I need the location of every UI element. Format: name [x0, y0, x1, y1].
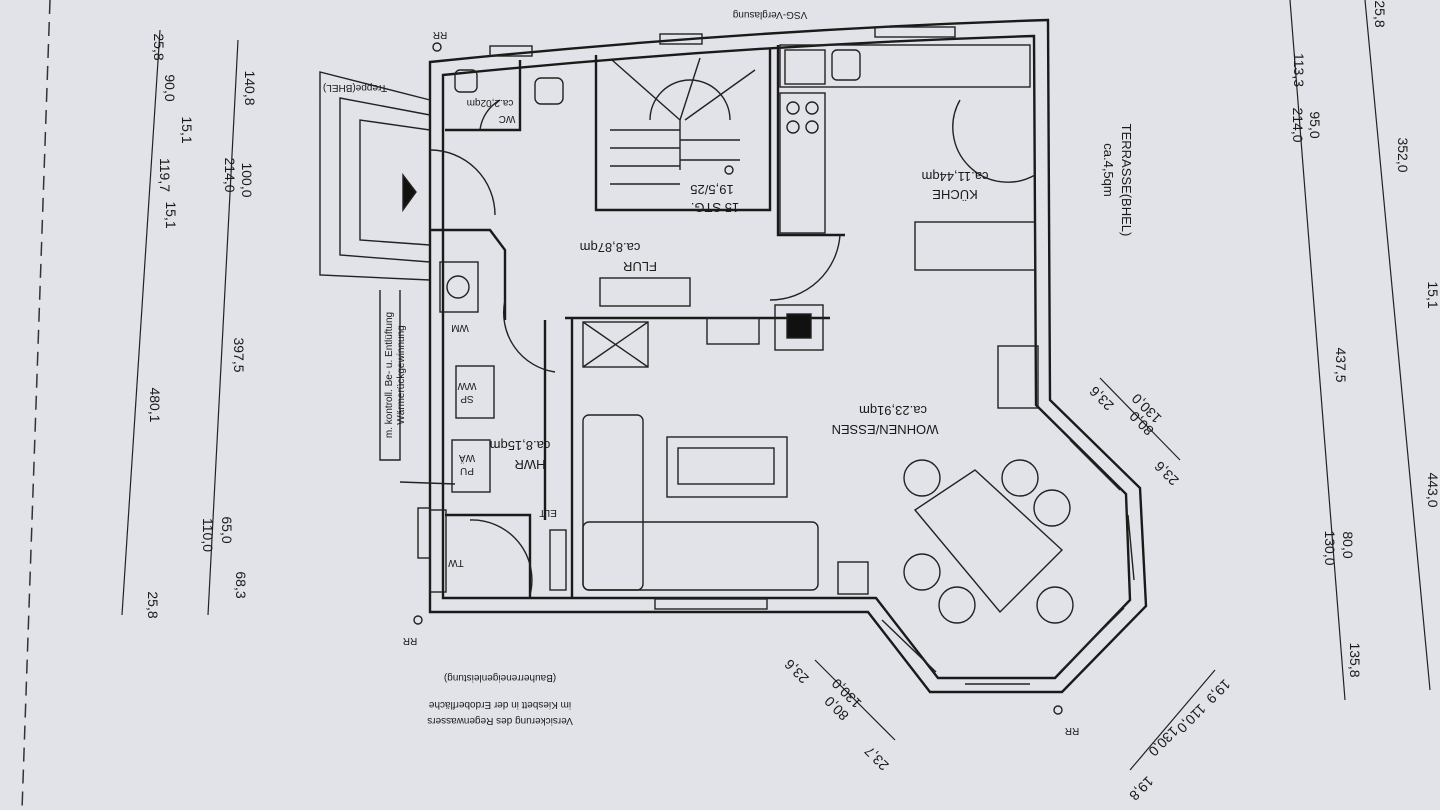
dim-label: 130,0 [1322, 530, 1338, 565]
wa-label: WÄ [459, 452, 475, 464]
dim-label: 15,1 [1425, 281, 1440, 308]
wc-area: ca.2,02qm [467, 97, 514, 108]
dimension-lines [121, 0, 1431, 771]
windows [417, 26, 1135, 685]
glazing-note: VSG-Verglasung [733, 9, 808, 20]
utility-name: HWR [514, 457, 545, 472]
dim-label: 119,7 [157, 158, 173, 192]
dim-label: 15,1 [163, 201, 179, 228]
dim-label: 352,0 [1395, 137, 1411, 172]
dim-label: 130,0 [1145, 723, 1181, 759]
living-fixtures [582, 234, 1074, 624]
stair-ext-note: Treppe(BHEL) [323, 82, 387, 93]
dim-label: 25,8 [145, 591, 161, 618]
rain-note-3: (Bauherreneigenleistung) [444, 672, 556, 683]
dim-label: 135,8 [1347, 642, 1363, 677]
utility-fixtures [379, 261, 567, 596]
terrace-area: ca.4,5qm [1101, 143, 1116, 196]
dim-label: 95,0 [1307, 111, 1323, 138]
kitchen-area: ca.11,44qm [922, 169, 989, 184]
dimension-labels: 140,8 100,0 214,0 397,5 65,0 110,0 68,3 … [145, 0, 1440, 804]
dim-label: 397,5 [231, 337, 247, 372]
rr-label-3: RR [1065, 725, 1079, 736]
wc-name: WC [499, 113, 516, 124]
dim-label: 90,0 [162, 74, 178, 101]
paper-fold-line [21, 0, 51, 810]
entry-steps [319, 71, 431, 281]
dim-label: 65,0 [219, 516, 235, 543]
dim-label: 110,0 [200, 518, 216, 552]
dim-label: 19,9 [1203, 676, 1234, 707]
dim-label: 23,6 [781, 656, 812, 687]
dim-label: 214,0 [222, 157, 238, 192]
ventilation-note-1: Wärmerückgewinnung [396, 325, 407, 425]
dim-label: 23,6 [1151, 458, 1182, 489]
dim-label: 80,0 [1340, 531, 1356, 558]
labels: KÜCHE ca.11,44qm TERRASSE(BHEL) ca.4,5qm… [323, 9, 1134, 736]
kitchen-fixtures [779, 44, 1036, 271]
dim-label: 25,8 [151, 33, 167, 60]
dim-label: 140,8 [242, 70, 258, 105]
staircase [610, 57, 756, 185]
dim-label: 480,1 [147, 387, 163, 422]
dim-label: 443,0 [1425, 472, 1440, 507]
dim-label: 100,0 [239, 162, 255, 197]
rain-note-1: Versickerung des Regenwassers [427, 715, 573, 726]
hall-name: FLUR [623, 259, 657, 274]
terrace-name: TERRASSE(BHEL) [1119, 124, 1134, 237]
interior-walls [430, 45, 845, 598]
rr-markers [413, 42, 1063, 715]
ventilation-note-2: m. kontroll. Be- u. Entlüftung [384, 312, 395, 438]
dim-label: 23,7 [861, 743, 892, 774]
elt-label: ELT [539, 507, 557, 518]
sp-label: SP [460, 393, 474, 404]
wc-fixtures [429, 69, 564, 216]
dim-label: 19,8 [1126, 773, 1157, 804]
kitchen-name: KÜCHE [932, 187, 978, 202]
dim-label: 25,8 [1372, 0, 1388, 27]
dim-label: 68,3 [233, 571, 249, 598]
rr-label-1: RR [433, 29, 447, 40]
dim-label: 437,5 [1333, 347, 1349, 382]
living-area: ca.23,91qm [859, 403, 927, 418]
pu-label: PU [460, 465, 474, 476]
dim-label: 15,1 [179, 116, 195, 143]
hall-area: ca.8,87qm [580, 240, 641, 255]
dim-label: 23,6 [1086, 383, 1117, 414]
rain-note-2: im Kiesbett in der Erdoberfläche [428, 699, 571, 710]
living-name: WOHNEN/ESSEN [832, 422, 939, 437]
rr-label-2: RR [403, 635, 417, 646]
tw-label: TW [448, 557, 464, 568]
dim-label: 214,0 [1290, 107, 1306, 142]
stairs-steps: 15 STG. [691, 200, 739, 215]
ww-label: WW [457, 380, 476, 391]
dim-label: 113,3 [1291, 53, 1307, 87]
utility-area: ca.8,15qm [490, 438, 551, 453]
stairs-ratio: 19,5/25 [690, 182, 733, 197]
wm-label: WM [451, 322, 469, 333]
